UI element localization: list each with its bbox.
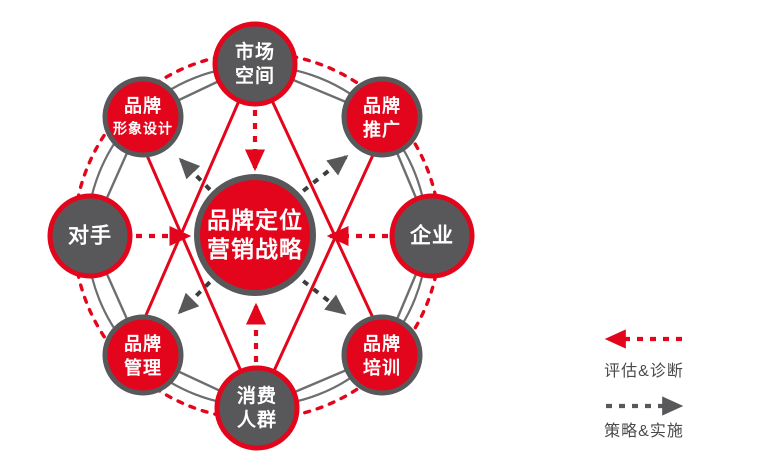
node-brand-image-design-line2: 形象设计 <box>113 121 173 137</box>
node-brand-training-circle[interactable] <box>341 314 423 396</box>
node-consumer-group-line1: 消费 <box>237 384 277 407</box>
legend-item-strategy: 策略&实施 <box>604 396 684 440</box>
node-brand-promotion-circle[interactable] <box>341 76 423 158</box>
node-brand-training-line2: 培训 <box>363 357 401 378</box>
node-center-line2: 营销战略 <box>207 236 303 262</box>
node-brand-management-circle[interactable] <box>102 314 184 396</box>
node-brand-management-line1: 品牌 <box>124 333 162 354</box>
node-competitor-line1: 对手 <box>68 224 112 248</box>
node-competitor[interactable]: 对手 <box>47 193 133 279</box>
legend: 评估&诊断 策略&实施 <box>604 329 684 440</box>
node-consumer-group[interactable]: 消费 人群 <box>214 365 300 451</box>
node-market-space[interactable]: 市场 空间 <box>212 21 298 107</box>
node-enterprise-line1: 企业 <box>409 224 454 248</box>
node-center-circle[interactable] <box>194 174 316 296</box>
node-market-space-line2: 空间 <box>235 64 275 87</box>
strategy-arrows <box>177 155 349 315</box>
diagnosis-arrows <box>136 110 388 362</box>
legend-strategy-label: 策略&实施 <box>604 422 684 440</box>
node-consumer-group-line2: 人群 <box>237 408 277 431</box>
arrow-center-to-brand-training <box>291 271 347 315</box>
node-brand-training[interactable]: 品牌 培训 <box>341 314 423 396</box>
node-market-space-circle[interactable] <box>212 21 298 107</box>
node-market-space-line1: 市场 <box>235 40 275 63</box>
node-brand-image-design[interactable]: 品牌 形象设计 <box>102 76 184 158</box>
node-brand-image-design-circle[interactable] <box>102 76 184 158</box>
node-center-line1: 品牌定位 <box>207 207 303 233</box>
node-enterprise[interactable]: 企业 <box>389 193 475 279</box>
arrow-center-to-brand-promotion <box>291 155 349 201</box>
node-brand-training-line1: 品牌 <box>363 333 401 354</box>
node-enterprise-circle[interactable] <box>389 193 475 279</box>
node-brand-promotion-line2: 推广 <box>363 119 401 140</box>
node-brand-promotion-line1: 品牌 <box>363 95 401 116</box>
node-center[interactable]: 品牌定位 营销战略 <box>194 174 316 296</box>
node-brand-management[interactable]: 品牌 管理 <box>102 314 184 396</box>
node-brand-promotion[interactable]: 品牌 推广 <box>341 76 423 158</box>
node-brand-management-line2: 管理 <box>124 357 162 378</box>
arrow-center-to-brand-management <box>177 271 221 315</box>
legend-diagnosis-label: 评估&诊断 <box>604 362 684 380</box>
node-brand-image-design-line1: 品牌 <box>124 95 162 116</box>
node-competitor-circle[interactable] <box>47 193 133 279</box>
node-consumer-group-circle[interactable] <box>214 365 300 451</box>
legend-item-diagnosis: 评估&诊断 <box>604 329 684 380</box>
arrow-center-to-brand-image-design <box>178 157 221 201</box>
